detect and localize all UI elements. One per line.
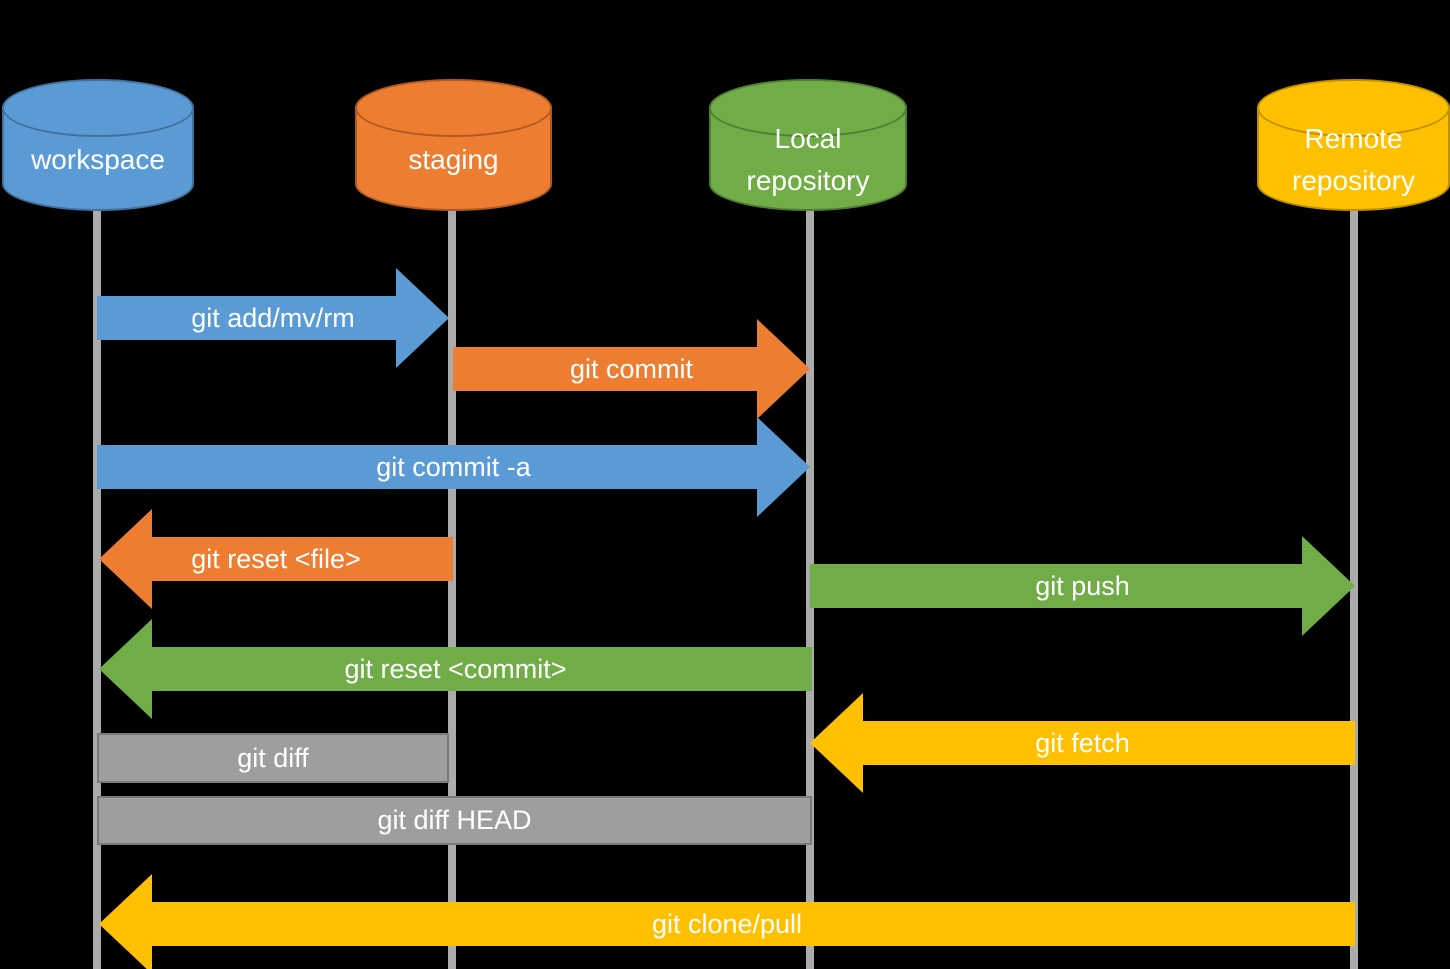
- arrow-label: git reset <commit>: [344, 653, 567, 684]
- arrow-label: git commit -a: [376, 451, 531, 482]
- cylinder-top: [2, 79, 194, 137]
- cylinder-top: [1257, 79, 1450, 137]
- arrow-git-add-mv-rm: git add/mv/rm: [97, 268, 449, 368]
- node-label-remote-repository: Remote repository: [1292, 123, 1415, 196]
- node-label-staging: staging: [408, 144, 499, 175]
- arrow-label: git clone/pull: [651, 908, 803, 939]
- bar-label: git diff: [237, 742, 309, 773]
- cylinder-top: [355, 79, 552, 137]
- arrow-git-fetch: git fetch: [810, 693, 1355, 793]
- node-local-repository: Local repository: [709, 79, 907, 211]
- node-workspace: workspace: [2, 79, 194, 211]
- arrow-git-reset-file: git reset <file>: [99, 509, 453, 609]
- node-label-workspace: workspace: [31, 144, 165, 175]
- node-remote-repository: Remote repository: [1257, 79, 1450, 211]
- lifeline-workspace: [93, 210, 101, 969]
- cylinder-top: [709, 79, 907, 137]
- arrow-git-commit: git commit: [453, 319, 810, 419]
- bar-git-diff: git diff: [97, 733, 449, 783]
- bar-git-diff-head: git diff HEAD: [97, 796, 812, 845]
- arrow-git-clone-pull: git clone/pull: [99, 874, 1355, 969]
- node-label-local-repository: Local repository: [746, 123, 870, 196]
- arrow-label: git push: [1035, 570, 1130, 601]
- lifeline-staging: [448, 210, 456, 969]
- arrow-label: git fetch: [1035, 727, 1130, 758]
- arrow-label: git commit: [569, 353, 694, 384]
- arrow-label: git add/mv/rm: [191, 302, 355, 333]
- lifeline-remote-repository: [1350, 210, 1358, 969]
- node-staging: staging: [355, 79, 552, 211]
- arrow-label: git reset <file>: [191, 543, 361, 574]
- arrow-git-push: git push: [810, 536, 1355, 636]
- bar-label: git diff HEAD: [377, 805, 532, 835]
